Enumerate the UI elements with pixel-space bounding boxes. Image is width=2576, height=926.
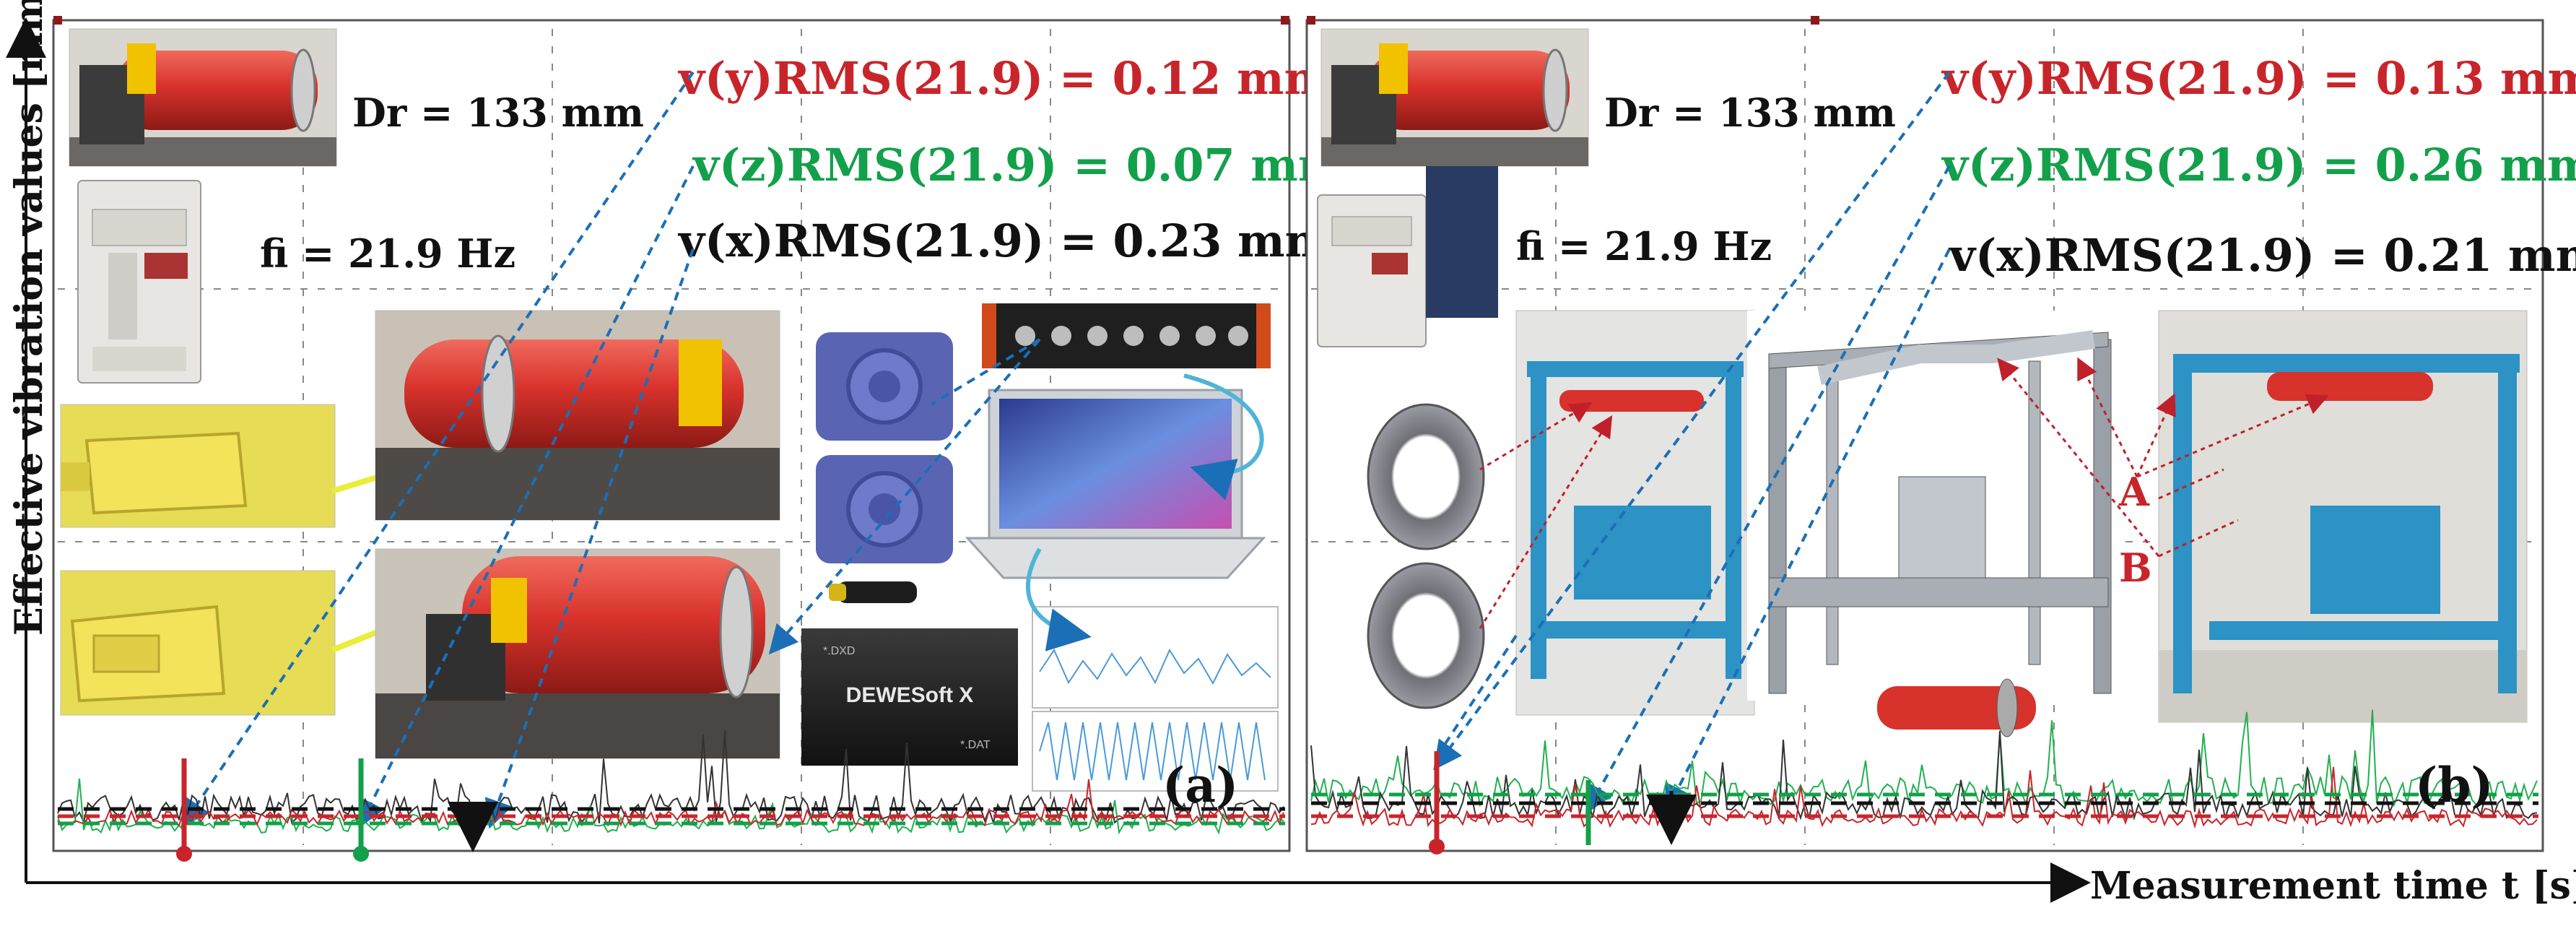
diameter-label: Dr = 133 mm: [352, 90, 644, 136]
roller-mounted-photo: [375, 548, 780, 759]
panel-a-label: (a): [1162, 757, 1238, 813]
dewesoft-logo: DEWESoft X: [846, 683, 974, 707]
cad-test-rig: [1747, 311, 2115, 737]
rms-z-label: v(z)RMS(21.9) = 0.07 mm/s: [692, 139, 1387, 191]
marker-b: B: [2119, 545, 2152, 591]
panel-a: DEWESoft X *.DXD *.DAT Dr = 133 mm fi = …: [52, 16, 1387, 862]
rms-z-label: v(z)RMS(21.9) = 0.26 mm/s: [1941, 139, 2576, 191]
file-extension-dat: *.DAT: [960, 739, 991, 751]
marker-a: A: [2118, 469, 2150, 515]
y-axis-label: Effective vibration values [mm·s-1]: [7, 0, 51, 636]
x-axis-label: Measurement time t [s]: [2090, 864, 2576, 908]
panel-b-corner-mark: [1811, 16, 1819, 25]
rms-x-label: v(x)RMS(21.9) = 0.23 mm/s: [677, 215, 1374, 267]
accelerometer-sensor: [816, 332, 953, 441]
panel-a-corner-mark: [1281, 16, 1289, 25]
data-flow-arrows: [1025, 373, 1264, 652]
roller-photo: [1320, 28, 1589, 167]
frequency-label: fi = 21.9 Hz: [1516, 223, 1772, 269]
panel-b: Dr = 133 mm fi = 21.9 Hz v(y)RMS(21.9) =…: [1305, 16, 2576, 854]
panel-b-connectors: [1433, 71, 1951, 815]
panel-b-corner-mark: [1307, 16, 1315, 25]
roller-mounted-photo: [375, 310, 780, 521]
panel-a-connectors: [180, 71, 1041, 829]
waveform-screenshot: [1032, 606, 1279, 709]
panel-a-corner-mark: [53, 16, 62, 25]
marker-pointers: [1479, 357, 2329, 629]
panel-b-label: (b): [2415, 757, 2494, 813]
vibration-probe: [829, 581, 917, 603]
panel-b-signals: [1310, 709, 2538, 854]
test-rig-photo: [1515, 310, 1755, 716]
file-extension-dxd: *.DXD: [823, 645, 855, 657]
panel-a-signals: [57, 730, 1285, 862]
frequency-inverter: [77, 180, 201, 384]
test-rig-photo: [2158, 310, 2528, 723]
roller-photo: [69, 28, 337, 167]
rms-y-label: v(y)RMS(21.9) = 0.12 mm/s: [677, 52, 1373, 105]
accelerometer-sensor: [816, 455, 953, 563]
frequency-label: fi = 21.9 Hz: [260, 230, 515, 277]
waveform-screenshot: [1032, 711, 1279, 792]
data-acquisition-unit: [982, 303, 1271, 368]
rms-x-label: v(x)RMS(21.9) = 0.21 mm/s: [1948, 229, 2576, 282]
laptop: [965, 389, 1266, 579]
bearing-ring: [1367, 403, 1485, 550]
bearing-ring: [1367, 562, 1485, 709]
rms-y-label: v(y)RMS(21.9) = 0.13 mm/s: [1941, 52, 2576, 105]
frequency-inverter: [1317, 166, 1498, 347]
dewesoft-software: DEWESoft X *.DXD *.DAT: [801, 628, 1018, 766]
sensor-mount-photo: [60, 404, 336, 528]
diameter-label: Dr = 133 mm: [1604, 90, 1896, 136]
sensor-mount-photo: [60, 570, 336, 716]
